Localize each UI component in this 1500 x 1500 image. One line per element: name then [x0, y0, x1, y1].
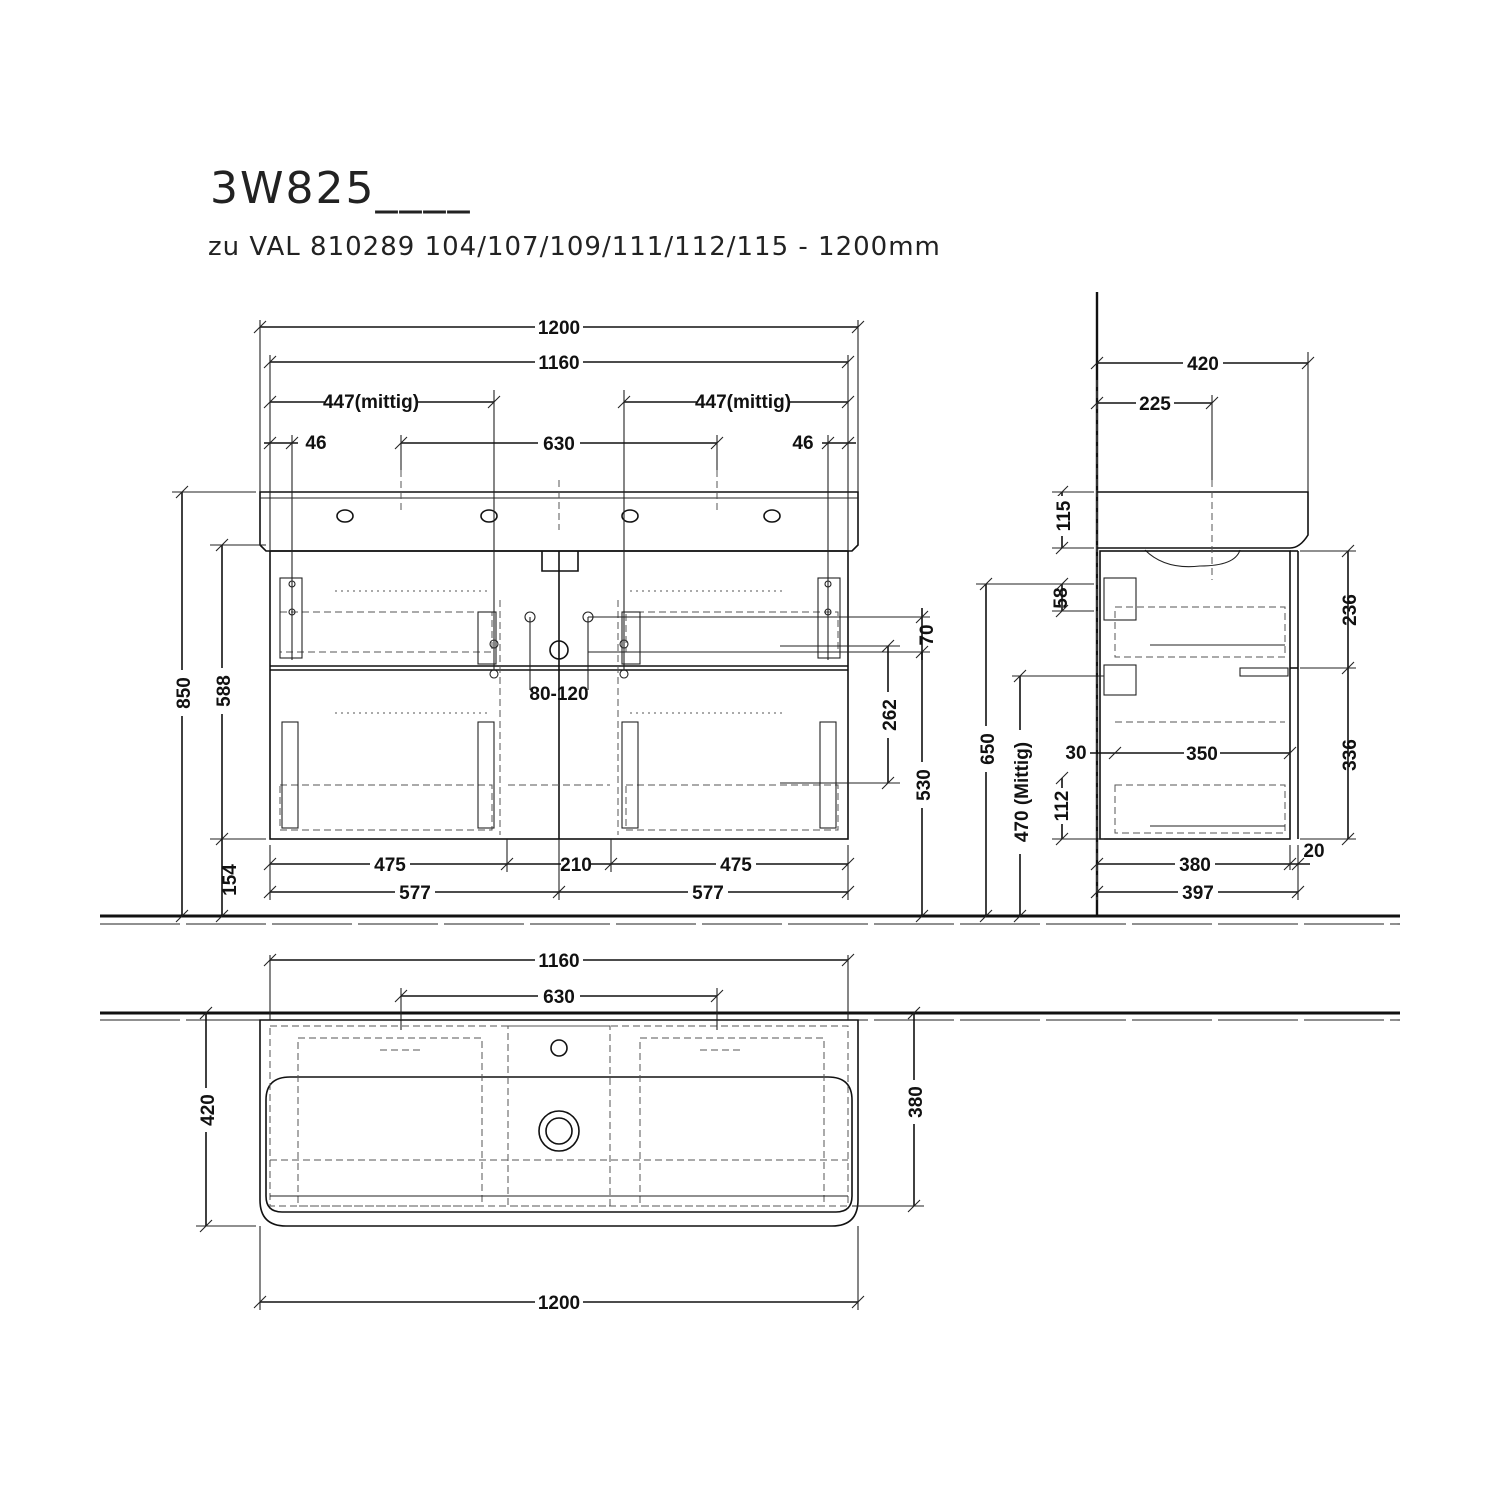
dim-210: 210	[560, 855, 592, 876]
dim-top-1160: 1160	[538, 951, 579, 972]
tap-hole	[763, 509, 781, 523]
front-view: 1200 1160 447(mittig) 447(mittig) 46 46	[170, 317, 938, 923]
dim-577-right: 577	[692, 883, 724, 904]
basin-top	[259, 1019, 859, 1227]
product-subtitle: zu VAL 810289 104/107/109/111/112/115 - …	[208, 232, 941, 262]
dim-side-420: 420	[1187, 354, 1219, 375]
dim-height-530: 530	[914, 769, 935, 801]
dim-top-630: 630	[543, 987, 575, 1008]
dim-side-336: 336	[1340, 739, 1361, 771]
drain-hole	[549, 640, 569, 660]
floor-line-wall-top	[100, 1011, 1400, 1021]
dim-side-115: 115	[1054, 500, 1075, 531]
dim-width-1200: 1200	[538, 318, 580, 339]
dim-side-470: 470 (Mittig)	[1012, 742, 1033, 842]
dim-height-588: 588	[214, 675, 235, 707]
dim-side-225: 225	[1139, 394, 1171, 415]
floor-line-upper	[100, 914, 1400, 925]
dim-top-420: 420	[198, 1094, 219, 1126]
dim-height-154: 154	[220, 864, 241, 896]
dim-side-30: 30	[1065, 743, 1086, 764]
basin-side	[1097, 491, 1309, 549]
dim-577-left: 577	[399, 883, 431, 904]
dim-447-right: 447(mittig)	[695, 392, 791, 413]
dim-side-58: 58	[1051, 587, 1072, 608]
dim-side-380: 380	[1179, 855, 1211, 876]
dim-475-right: 475	[720, 855, 752, 876]
cabinet-side	[1099, 550, 1291, 840]
side-view: 420 225 115 58 650 470 (Mittig)	[974, 292, 1361, 923]
tap-hole	[621, 509, 639, 523]
dim-height-850: 850	[174, 677, 195, 709]
dim-side-650: 650	[978, 733, 999, 765]
dim-side-20: 20	[1303, 841, 1324, 862]
dim-side-236: 236	[1340, 594, 1361, 626]
dim-630: 630	[543, 434, 575, 455]
top-view: 1160 630 420 380 1200	[194, 950, 927, 1314]
drain-top	[538, 1110, 580, 1152]
dim-46-right: 46	[792, 433, 813, 454]
dim-side-397: 397	[1182, 883, 1214, 904]
dim-46-left: 46	[305, 433, 326, 454]
tap-hole-top	[550, 1039, 568, 1057]
dim-top-1200: 1200	[538, 1293, 580, 1314]
dim-475-left: 475	[374, 855, 406, 876]
dim-width-1160: 1160	[538, 353, 579, 374]
dim-side-350: 350	[1186, 744, 1218, 765]
dim-80-120: 80-120	[529, 684, 588, 705]
tap-hole	[480, 509, 498, 523]
dim-side-112: 112	[1052, 791, 1073, 822]
dim-height-262: 262	[880, 699, 901, 731]
product-code: 3W825____	[210, 163, 471, 214]
dim-height-70: 70	[917, 624, 938, 645]
dim-top-380: 380	[906, 1086, 927, 1118]
dim-447-left: 447(mittig)	[323, 392, 419, 413]
tap-hole	[336, 509, 354, 523]
